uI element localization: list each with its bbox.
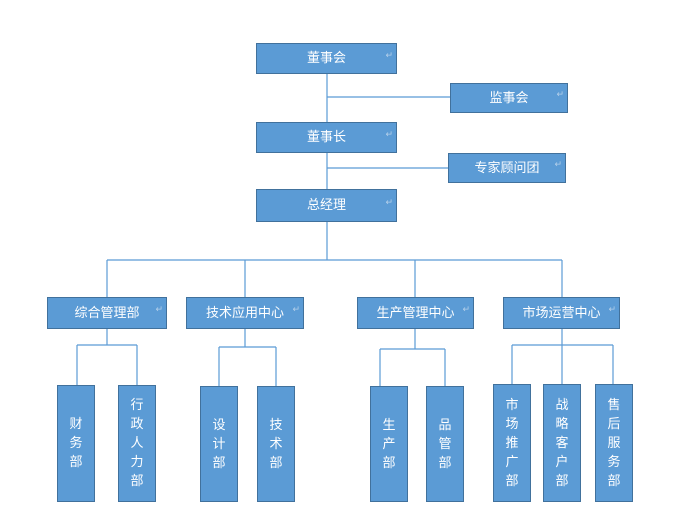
vertical-char: 务 (607, 454, 621, 470)
return-mark: ↵ (556, 90, 564, 100)
vertical-char: 计 (212, 436, 226, 452)
node-promotion: 市场推广部 (493, 384, 531, 502)
node-prod-center-label: 生产管理中心 (376, 305, 455, 321)
return-mark: ↵ (155, 305, 163, 315)
vertical-char: 品 (438, 417, 452, 433)
return-mark: ↵ (608, 305, 616, 315)
node-promotion-label: 市场推广部 (505, 399, 518, 488)
vertical-char: 市 (505, 397, 519, 413)
node-design-label: 设计部 (212, 419, 225, 470)
node-supervisors-label: 监事会 (489, 90, 529, 106)
return-mark: ↵ (462, 305, 470, 315)
node-strategic-label: 战略客户部 (555, 399, 568, 488)
node-hr: 行政人力部 (118, 385, 156, 502)
node-admin: 综合管理部 ↵ (47, 297, 167, 329)
vertical-char: 术 (269, 436, 283, 452)
return-mark: ↵ (385, 197, 393, 208)
node-admin-label: 综合管理部 (74, 305, 140, 321)
node-quality-label: 品管部 (438, 419, 451, 470)
node-tech-center: 技术应用中心 ↵ (186, 297, 304, 329)
vertical-char: 政 (130, 417, 144, 432)
node-chairman: 董事长 ↵ (256, 122, 397, 153)
node-production: 生产部 (370, 386, 408, 502)
return-mark: ↵ (554, 160, 562, 170)
vertical-char: 客 (555, 435, 569, 451)
vertical-char: 户 (555, 454, 569, 470)
vertical-char: 设 (212, 417, 226, 433)
vertical-char: 场 (505, 416, 519, 432)
vertical-char: 部 (69, 455, 83, 470)
vertical-char: 后 (607, 416, 621, 432)
node-prod-center: 生产管理中心 ↵ (357, 297, 474, 329)
node-tech-center-label: 技术应用中心 (205, 305, 284, 321)
node-finance-label: 财务部 (69, 418, 82, 469)
node-chairman-label: 董事长 (306, 130, 346, 145)
node-advisors-label: 专家顾问团 (474, 160, 540, 176)
node-advisors: 专家顾问团 ↵ (448, 153, 566, 183)
vertical-char: 技 (269, 417, 283, 433)
vertical-char: 管 (438, 436, 452, 452)
vertical-char: 部 (212, 455, 226, 471)
vertical-char: 部 (607, 473, 621, 489)
return-mark: ↵ (385, 129, 393, 140)
vertical-char: 力 (130, 455, 144, 470)
vertical-char: 产 (382, 436, 396, 452)
vertical-char: 部 (130, 474, 144, 489)
node-board-label: 董事会 (306, 51, 346, 66)
node-strategic: 战略客户部 (543, 384, 581, 502)
return-mark: ↵ (385, 50, 393, 61)
vertical-char: 部 (438, 455, 452, 471)
node-technical: 技术部 (257, 386, 295, 502)
return-mark: ↵ (292, 305, 300, 315)
vertical-char: 略 (555, 416, 569, 432)
vertical-char: 部 (505, 473, 519, 489)
node-design: 设计部 (200, 386, 238, 502)
vertical-char: 广 (505, 454, 519, 470)
node-board: 董事会 ↵ (256, 43, 397, 74)
vertical-char: 服 (607, 435, 621, 451)
vertical-char: 部 (269, 455, 283, 471)
vertical-char: 人 (130, 436, 144, 451)
node-gm: 总经理 ↵ (256, 189, 397, 222)
node-hr-label: 行政人力部 (130, 399, 143, 488)
vertical-char: 行 (130, 398, 144, 413)
vertical-char: 财 (69, 417, 83, 432)
node-supervisors: 监事会 ↵ (450, 83, 568, 113)
node-production-label: 生产部 (382, 419, 395, 470)
vertical-char: 售 (607, 397, 621, 413)
node-gm-label: 总经理 (306, 198, 346, 213)
node-market-center-label: 市场运营中心 (522, 305, 601, 321)
node-after-sales: 售后服务部 (595, 384, 633, 502)
node-quality: 品管部 (426, 386, 464, 502)
vertical-char: 战 (555, 397, 569, 413)
vertical-char: 务 (69, 436, 83, 451)
vertical-char: 部 (555, 473, 569, 489)
node-finance: 财务部 (57, 385, 95, 502)
node-market-center: 市场运营中心 ↵ (503, 297, 620, 329)
node-after-sales-label: 售后服务部 (607, 399, 620, 488)
vertical-char: 生 (382, 417, 396, 433)
node-technical-label: 技术部 (269, 419, 282, 470)
vertical-char: 推 (505, 435, 519, 451)
vertical-char: 部 (382, 455, 396, 471)
